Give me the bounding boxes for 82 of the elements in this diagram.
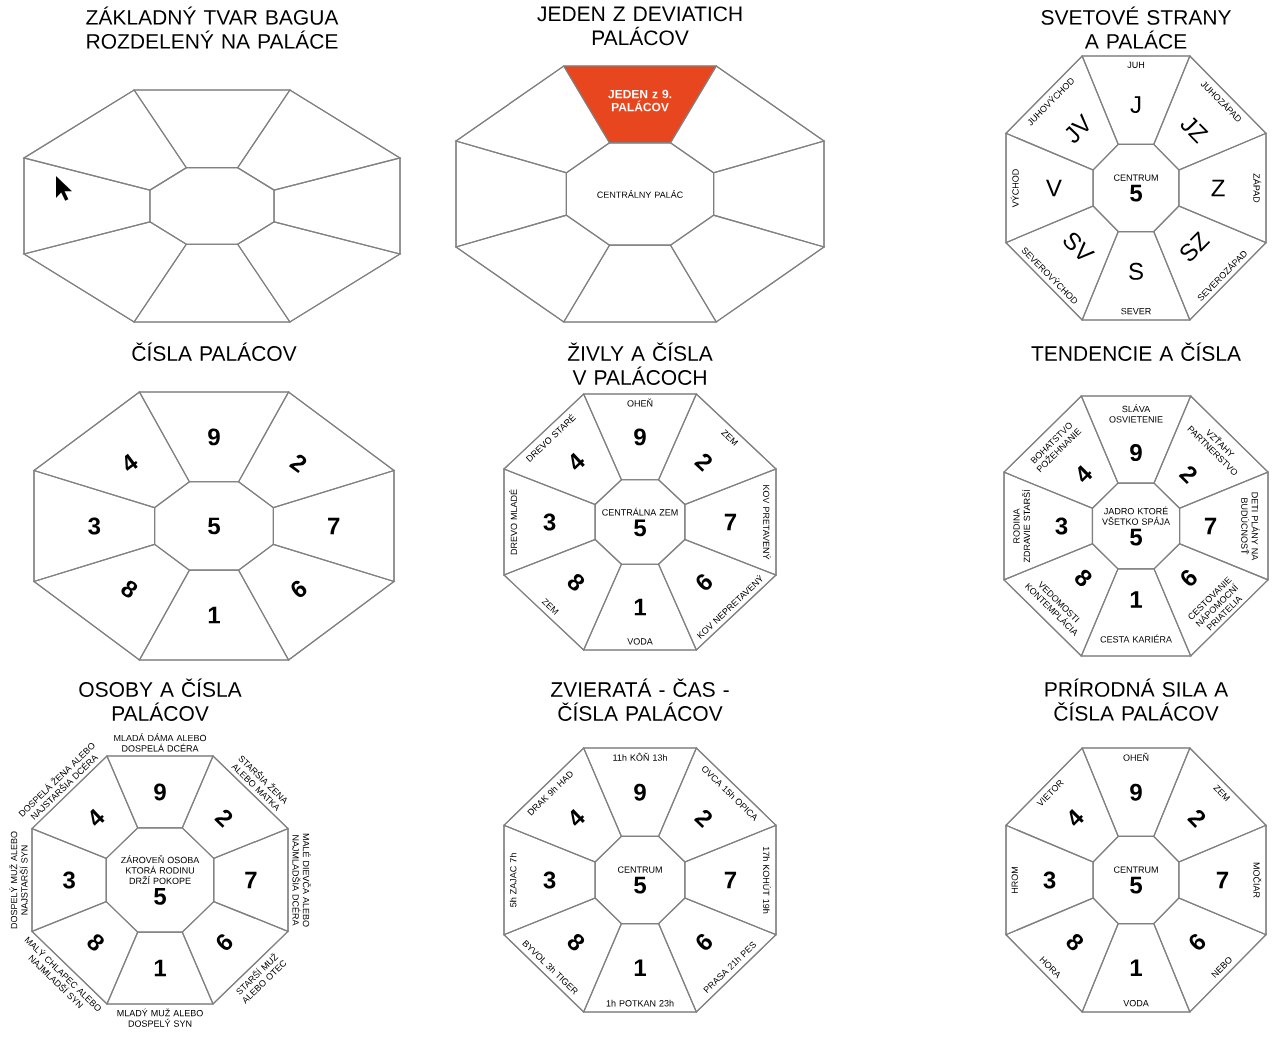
- palace-number: 3: [543, 513, 556, 531]
- node-label: SVETOVÉ STRANY A PALÁCE: [1041, 6, 1232, 49]
- palace-number: 6: [696, 574, 712, 590]
- palace-number: 7: [724, 513, 737, 531]
- palace-segment: [454, 214, 611, 323]
- palace-number: 3: [1043, 871, 1056, 889]
- palace-segment: [133, 243, 291, 323]
- palace-segment: [684, 468, 777, 576]
- palace-number: 7: [245, 871, 257, 889]
- palace-number: 1: [634, 598, 646, 616]
- palace-segment: [33, 469, 156, 583]
- palace-number: 3: [88, 517, 101, 535]
- palace-number: 6: [696, 934, 712, 950]
- palace-segment: [503, 468, 596, 576]
- palace-number: V: [1046, 179, 1062, 197]
- palace-number: 1: [1130, 591, 1142, 608]
- palace-segment: [455, 140, 567, 248]
- palace-segment: [138, 569, 290, 661]
- palace-number: 1: [1130, 959, 1142, 977]
- node-label: ZVIERATÁ - ČAS - ČÍSLA PALÁCOV: [551, 678, 729, 721]
- palace-number: 2: [289, 454, 307, 474]
- palace-number: 6: [1189, 934, 1206, 950]
- palace-number: 1: [154, 959, 166, 977]
- palace-number: 8: [121, 580, 138, 598]
- palace-number: 9: [154, 783, 166, 801]
- palace-number: 4: [1069, 809, 1084, 826]
- palace-number: 7: [1204, 517, 1217, 535]
- node-label: ŽIVLY A ČÍSLA V PALÁCOCH: [567, 342, 713, 385]
- palace-segment: [106, 755, 214, 829]
- palace-number: 4: [570, 809, 585, 826]
- node-label: OSOBY A ČÍSLA PALÁCOV: [79, 678, 242, 721]
- palace-number: 4: [570, 452, 585, 470]
- palace-number: 3: [1055, 517, 1068, 535]
- palace-segment: [1081, 747, 1191, 838]
- palace-number: 8: [567, 933, 585, 951]
- palace-number: S: [1129, 262, 1143, 280]
- palace-number: 2: [693, 810, 712, 828]
- center-palace: 5: [154, 481, 274, 571]
- palace-number: 2: [214, 809, 233, 828]
- palace-segment: [272, 469, 395, 583]
- palace-number: Z: [1211, 179, 1225, 197]
- palace-number: J: [1130, 96, 1141, 113]
- palace-number: 9: [208, 428, 220, 446]
- palace-number: 4: [1078, 465, 1093, 482]
- palace-segment: [273, 157, 401, 255]
- palace-number: 7: [1216, 871, 1229, 889]
- palace-number: 2: [694, 453, 712, 472]
- node-label: ZÁKLADNÝ TVAR BAGUA ROZDELENÝ NA PALÁCE: [86, 6, 339, 49]
- node-label: PRÍRODNÁ SILA A ČÍSLA PALÁCOV: [1045, 678, 1229, 721]
- palace-segment: [1178, 824, 1267, 936]
- palace-number: 7: [328, 517, 340, 535]
- palace-segment: [684, 824, 777, 936]
- palace-segment: [503, 824, 596, 936]
- palace-number: 8: [567, 574, 585, 591]
- palace-number: 7: [724, 871, 737, 889]
- palace-number: 8: [87, 934, 104, 951]
- palace-number: 4: [90, 808, 105, 826]
- palace-number: 1: [634, 959, 646, 977]
- palace-number: 8: [1066, 934, 1083, 951]
- node-label: TENDENCIE A ČÍSLA: [1031, 342, 1241, 361]
- palace-segment: [23, 157, 151, 255]
- palace-segment: [713, 140, 825, 248]
- node-label: ČÍSLA PALÁCOV: [132, 342, 297, 361]
- palace-segment: [1081, 922, 1191, 1013]
- node-label: JEDEN Z DEVIATICH PALÁCOV: [537, 6, 742, 46]
- palace-number: JZ: [1180, 117, 1209, 144]
- palace-number: 4: [125, 453, 138, 471]
- palace-number: 9: [634, 428, 646, 446]
- palace-number: 3: [543, 871, 556, 889]
- palace-number: 8: [1075, 569, 1092, 587]
- palace-number: 9: [1130, 444, 1142, 462]
- palace-number: 3: [63, 871, 75, 889]
- palace-number: 9: [1130, 783, 1142, 801]
- palace-number: 9: [634, 783, 646, 801]
- palace-segment: [1005, 824, 1094, 936]
- palace-segment: [138, 391, 290, 483]
- palace-segment: [133, 89, 291, 169]
- palace-number: 6: [291, 580, 307, 597]
- palace-number: 2: [1187, 810, 1206, 828]
- palace-number: 1: [208, 606, 220, 624]
- palace-segment: [106, 931, 214, 1005]
- palace-number: 6: [216, 934, 233, 950]
